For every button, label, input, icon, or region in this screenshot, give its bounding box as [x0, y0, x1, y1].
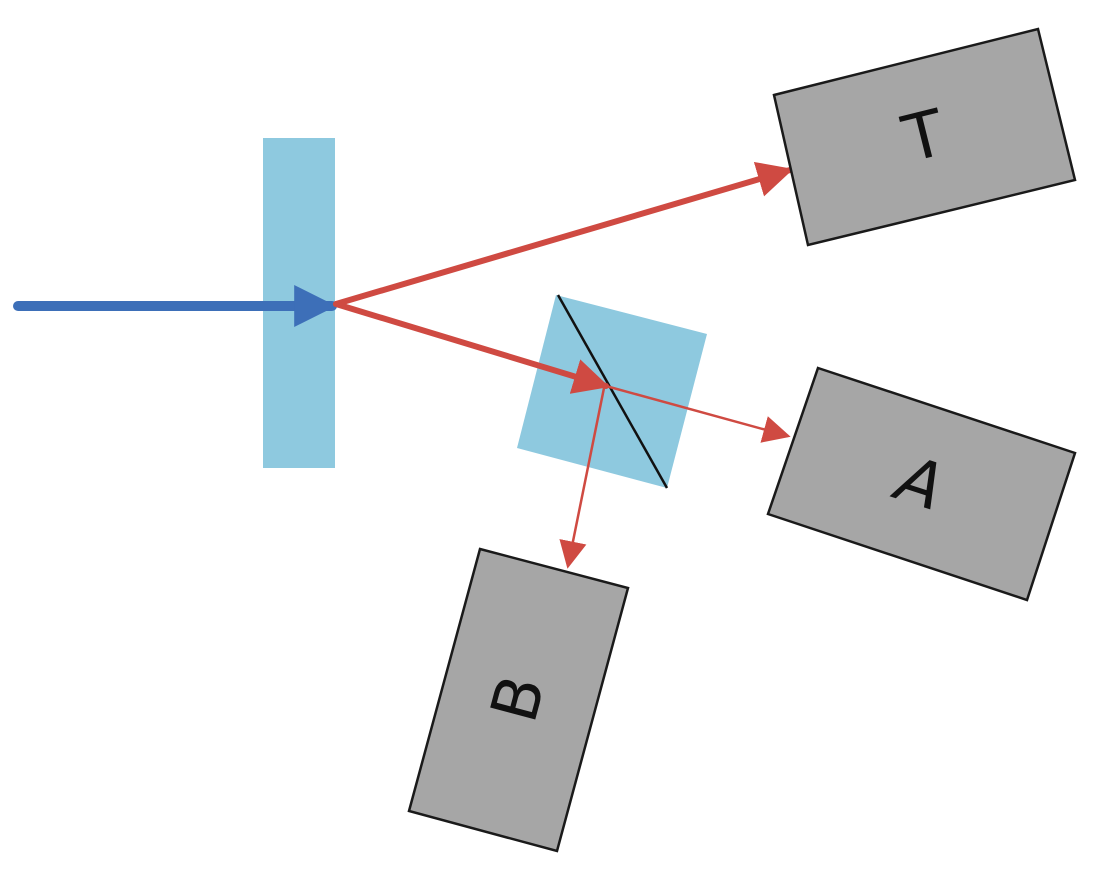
beam-to-top-detector	[333, 161, 794, 307]
beam-to-splitter	[333, 301, 610, 394]
beam-to-detector-a	[605, 384, 791, 443]
beam-to-detector-b	[559, 387, 606, 569]
detector-middle: A	[766, 366, 1077, 602]
detector-top: T	[772, 27, 1077, 247]
detector-bottom: B	[407, 547, 630, 853]
beam-splitter-line	[556, 294, 669, 489]
